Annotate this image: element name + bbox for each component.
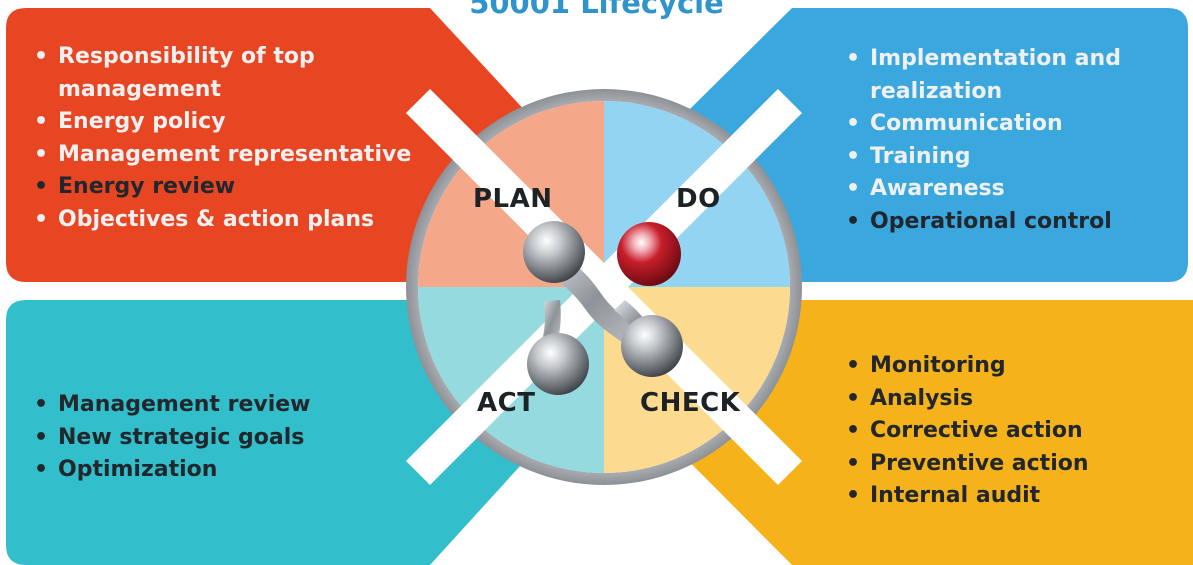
list-item-line: management (58, 76, 221, 102)
list-item: Energy review (26, 171, 466, 204)
list-item: Management review (26, 389, 406, 422)
list-item-line: Responsibility of top (58, 44, 315, 69)
list-item: Objectives & action plans (26, 204, 466, 237)
list-item: Responsibility of top management (26, 41, 466, 106)
red-ball (617, 222, 681, 286)
check-list: Monitoring Analysis Corrective action Pr… (838, 350, 1178, 513)
list-item: Training (838, 141, 1178, 174)
check-label: CHECK (640, 388, 741, 418)
plan-list: Responsibility of top management Energy … (26, 41, 466, 236)
grey-ball-bottom-left (527, 333, 589, 395)
do-list: Implementation and realization Communica… (838, 43, 1178, 238)
do-label: DO (676, 184, 721, 214)
list-item: Operational control (838, 206, 1178, 239)
list-item: Energy policy (26, 106, 466, 139)
list-item-line: realization (870, 78, 1003, 104)
act-label: ACT (477, 388, 536, 418)
grey-ball-bottom-right (621, 315, 683, 377)
list-item: Preventive action (838, 448, 1178, 481)
grey-ball-top-left (523, 221, 585, 283)
list-item: New strategic goals (26, 422, 406, 455)
list-item: Awareness (838, 173, 1178, 206)
list-item: Monitoring (838, 350, 1178, 383)
diagram-title: 50001 Lifecycle (469, 0, 724, 20)
diagonal-2 (405, 88, 803, 486)
list-item: Communication (838, 108, 1178, 141)
act-list: Management review New strategic goals Op… (26, 389, 406, 487)
list-item: Management representative (26, 139, 466, 172)
list-item: Implementation and realization (838, 43, 1178, 108)
list-item: Corrective action (838, 415, 1178, 448)
list-item: Optimization (26, 454, 406, 487)
list-item-line: Implementation and (870, 46, 1121, 71)
list-item: Analysis (838, 383, 1178, 416)
plan-label: PLAN (473, 184, 553, 214)
list-item: Internal audit (838, 480, 1178, 513)
